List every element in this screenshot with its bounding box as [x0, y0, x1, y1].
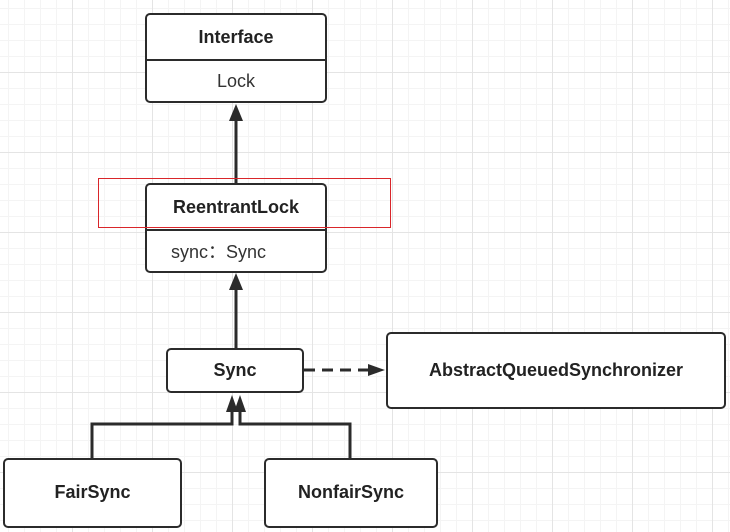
arrowhead-reentrantlock — [229, 273, 243, 290]
fairsync-node: FairSync — [3, 458, 182, 528]
reentrantlock-title: ReentrantLock — [172, 196, 300, 217]
interface-title: Interface — [198, 26, 274, 47]
arrowhead-aqs — [368, 364, 385, 376]
nonfairsync-title: NonfairSync — [297, 482, 405, 502]
arrowhead-sync-right — [234, 395, 246, 412]
edge-fairsync-to-sync — [90, 412, 234, 459]
edge-nonfairsync-to-sync — [238, 412, 352, 459]
interface-node: Interface Lock — [145, 13, 327, 103]
sync-title: Sync — [213, 359, 257, 380]
arrowhead-interface — [229, 104, 243, 121]
reentrantlock-divider — [147, 229, 325, 231]
reentrantlock-field: sync：Sync — [171, 242, 267, 262]
interface-field: Lock — [216, 70, 256, 91]
sync-node: Sync — [166, 348, 304, 393]
arrowhead-sync-left — [226, 395, 238, 412]
aqs-title: AbstractQueuedSynchronizer — [428, 359, 684, 380]
fairsync-title: FairSync — [54, 482, 131, 502]
nonfairsync-node: NonfairSync — [264, 458, 438, 528]
aqs-node: AbstractQueuedSynchronizer — [386, 332, 726, 409]
highlight-box — [98, 178, 391, 228]
reentrantlock-node: ReentrantLock sync：Sync — [145, 183, 327, 273]
interface-divider — [147, 59, 325, 61]
